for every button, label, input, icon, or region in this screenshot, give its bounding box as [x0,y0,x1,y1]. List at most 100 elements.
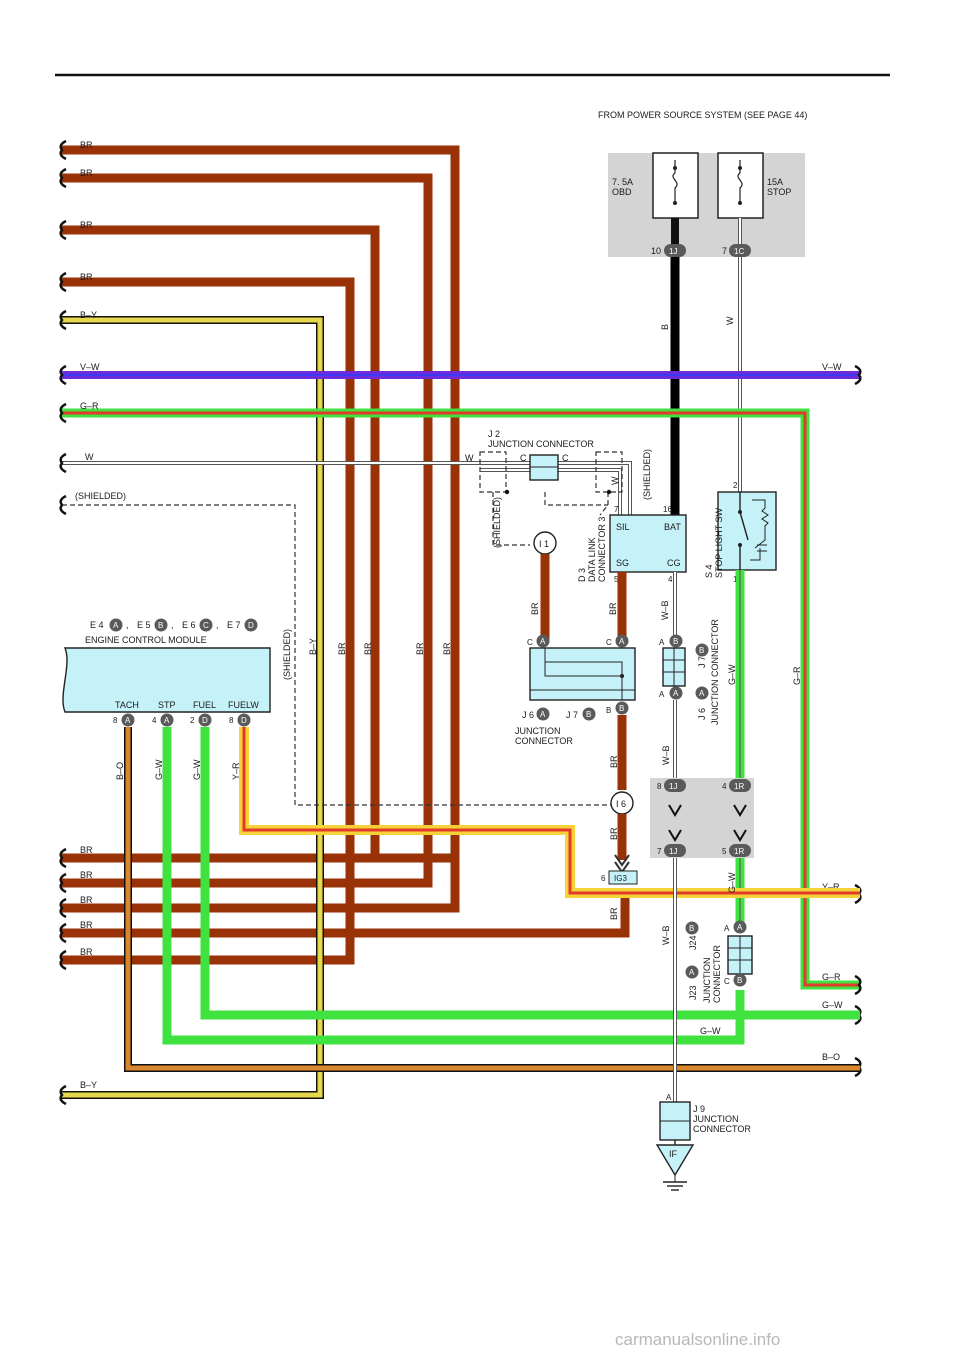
svg-text:A: A [540,710,546,719]
svg-text:CONNECTOR: CONNECTOR [515,736,573,746]
svg-text:2: 2 [190,716,195,725]
svg-text:A: A [724,924,730,933]
shield-lines [62,451,623,806]
svg-text:TACH: TACH [115,700,139,710]
fuse-stop-connector [729,244,751,257]
svg-text:JUNCTION: JUNCTION [693,1114,739,1124]
svg-text:A: A [659,690,665,699]
ecm-title: ENGINE CONTROL MODULE [85,635,207,645]
svg-text:(SHIELDED): (SHIELDED) [75,491,126,501]
fuse-obd-name: OBD [612,187,632,197]
svg-text:B–O: B–O [115,762,125,780]
watermark: carmanualsonline.info [615,1330,780,1349]
svg-text:A: A [737,923,743,932]
d3-id: D 3 [577,568,587,582]
svg-text:1R: 1R [734,847,744,856]
svg-text:G–R: G–R [80,401,99,411]
svg-text:G–R: G–R [822,972,841,982]
svg-text:E 6: E 6 [182,620,196,630]
svg-text:BR: BR [337,642,347,655]
ground-if [655,1144,695,1177]
svg-text:FUELW: FUELW [228,700,259,710]
svg-text:B: B [586,710,591,719]
svg-text:D: D [202,716,208,725]
svg-text:E 5: E 5 [137,620,151,630]
svg-text:V–W: V–W [80,362,100,372]
svg-text:STP: STP [158,700,176,710]
fuse-stop [717,152,764,219]
svg-text:W: W [85,452,94,462]
svg-text:1C: 1C [734,247,744,256]
svg-text:G–W: G–W [700,1026,721,1036]
svg-text:BR: BR [80,870,93,880]
svg-text:BR: BR [80,920,93,930]
j2-shielded-left: (SHIELDED) [492,497,502,548]
fuse-stop-pin: 7 [722,246,727,256]
svg-text:A: A [619,637,625,646]
svg-text:BR: BR [80,140,93,150]
svg-text:J 7: J 7 [697,656,707,668]
svg-text:BR: BR [415,642,425,655]
svg-text:A: A [689,968,695,977]
svg-text:B: B [689,924,694,933]
wire-gw-fuel [200,727,860,1020]
svg-text:BR: BR [80,845,93,855]
svg-text:JUNCTION: JUNCTION [515,726,561,736]
svg-text:Y–R: Y–R [231,762,241,780]
svg-text:1J: 1J [669,847,677,856]
svg-text:A: A [125,716,131,725]
svg-text:B: B [699,646,704,655]
svg-text:8: 8 [657,782,662,791]
ig3-connector [608,870,638,885]
left-wire-labels: BR BR BR BR B–Y V–W G–R W (SHIELDED) [75,140,126,501]
svg-text:,: , [171,620,174,630]
svg-text:4: 4 [722,782,727,791]
fuse-stop-name: STOP [767,187,791,197]
svg-text:A: A [540,637,546,646]
svg-text:JUNCTION CONNECTOR: JUNCTION CONNECTOR [710,619,720,725]
j2-id: J 2 [488,429,500,439]
svg-text:6: 6 [601,874,606,883]
j2-shielded-right: (SHIELDED) [642,449,652,500]
svg-text:G–R: G–R [792,666,802,685]
fuse-box [608,153,805,257]
svg-text:V–W: V–W [822,362,842,372]
svg-text:16: 16 [663,505,672,514]
fuse-obd-connector [664,244,686,257]
svg-text:CG: CG [667,558,681,568]
svg-text:B–O: B–O [822,1052,840,1062]
svg-text:BR: BR [442,642,452,655]
br-wires-top [62,145,460,965]
svg-text:BR: BR [80,168,93,178]
svg-text:8: 8 [113,716,118,725]
svg-text:7: 7 [614,505,619,514]
svg-text:B: B [619,704,624,713]
svg-text:W–B: W–B [660,600,670,620]
svg-text:4: 4 [668,575,673,584]
svg-text:BR: BR [609,755,619,768]
svg-text:CONNECTOR 3: CONNECTOR 3 [597,517,607,582]
d3-data-link-connector [609,514,687,573]
svg-text:1R: 1R [734,782,744,791]
svg-text:B: B [673,637,678,646]
svg-text:W: W [610,476,620,485]
svg-text:A: A [113,621,119,630]
svg-text:B–Y: B–Y [308,638,318,655]
fuse-stop-rating: 15A [767,177,783,187]
svg-text:B: B [158,621,163,630]
svg-text:I 6: I 6 [616,799,626,809]
right-brackets [854,364,862,1078]
svg-text:J 7: J 7 [566,710,578,720]
svg-text:C: C [527,638,533,647]
j2-name: JUNCTION CONNECTOR [488,439,594,449]
svg-text:BR: BR [530,602,540,615]
svg-text:C: C [724,977,730,986]
svg-text:C: C [562,453,569,463]
svg-text:J 9: J 9 [693,1104,705,1114]
svg-text:BAT: BAT [664,522,681,532]
svg-text:D: D [248,621,254,630]
wire-yr [239,727,860,898]
svg-text:5: 5 [722,847,727,856]
left-brackets [59,139,67,1106]
svg-text:BR: BR [80,947,93,957]
